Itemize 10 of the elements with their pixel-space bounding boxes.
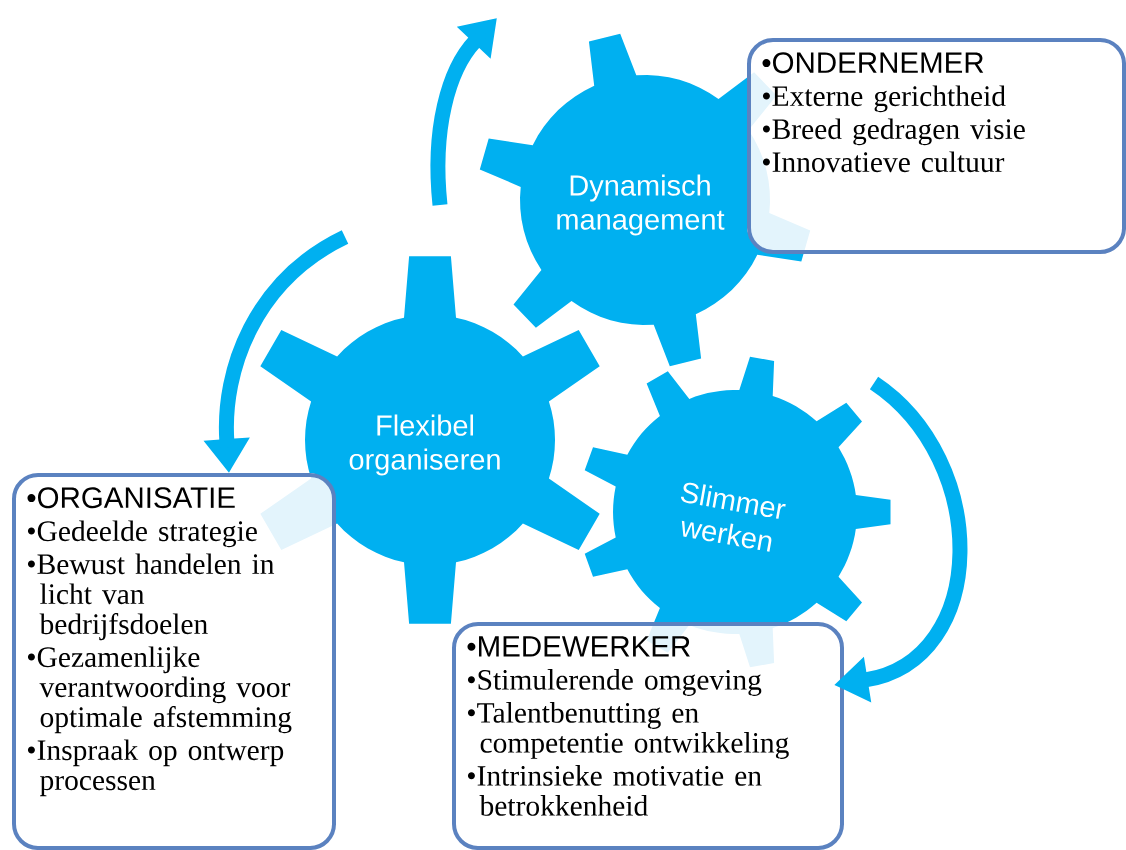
node-label: •Talentbenutting en competentie ontwikkeling <box>467 702 789 759</box>
text-box: •ORGANISATIE •Gedeelde strategie •Bewust handelen in licht van bedrijfsdoelen •Gezamenlijke verantwoording voor optimale afstemming •Inspraak op ontwerp processen <box>12 473 336 850</box>
node-label: •ORGANISATIE <box>27 487 235 509</box>
node-label: •Inspraak op ontwerp processen <box>27 739 284 797</box>
text-box: •MEDEWERKER •Stimulerende omgeving •Talentbenutting en competentie ontwikkeling •Intrinsieke motivatie en betrokkenheid <box>452 622 844 850</box>
node-label: •Gedeelde strategie <box>27 520 257 548</box>
node-label: •Gezamenlijke verantwoording voor optimale afstemming <box>27 646 292 734</box>
text-box: •ONDERNEMER •Externe gerichtheid •Breed gedragen visie •Innovatieve cultuur <box>747 38 1126 254</box>
node-label: •Stimulerende omgeving <box>467 669 762 696</box>
node-label: •Intrinsieke motivatie en betrokkenheid <box>467 765 762 816</box>
